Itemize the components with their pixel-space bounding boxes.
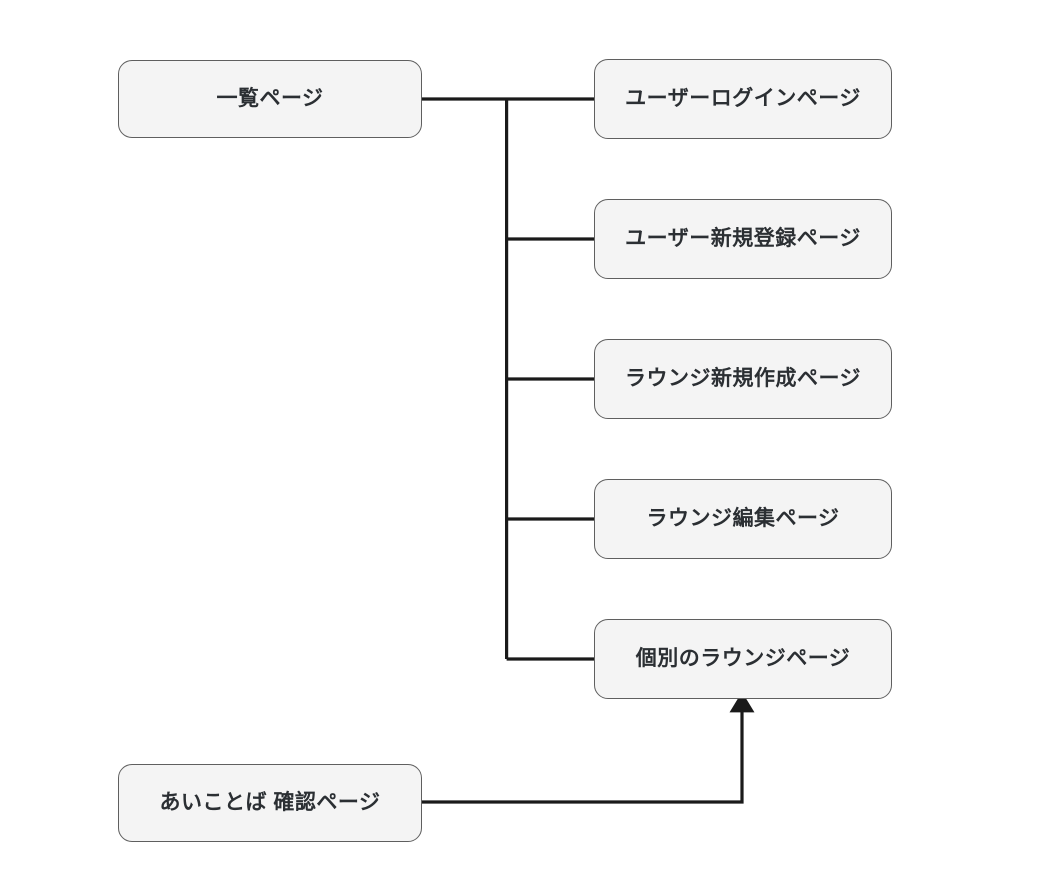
node-passphrase-confirm-page[interactable]: あいことば 確認ページ [118,764,422,842]
node-lounge-create-page-label: ラウンジ新規作成ページ [624,367,862,391]
node-lounge-edit-page-label: ラウンジ編集ページ [646,507,840,531]
edge-passphrase-to-lounge-detail [422,691,755,804]
node-lounge-edit-page[interactable]: ラウンジ編集ページ [594,479,892,559]
node-passphrase-confirm-page-label: あいことば 確認ページ [159,791,381,815]
node-user-register-page-label: ユーザー新規登録ページ [625,227,861,251]
node-user-login-page-label: ユーザーログインページ [625,87,861,111]
node-lounge-create-page[interactable]: ラウンジ新規作成ページ [594,339,892,419]
node-list-page-label: 一覧ページ [216,87,324,111]
node-lounge-detail-page-label: 個別のラウンジページ [635,647,851,671]
node-lounge-detail-page[interactable]: 個別のラウンジページ [594,619,892,699]
node-list-page[interactable]: 一覧ページ [118,60,422,138]
node-user-register-page[interactable]: ユーザー新規登録ページ [594,199,892,279]
node-user-login-page[interactable]: ユーザーログインページ [594,59,892,139]
